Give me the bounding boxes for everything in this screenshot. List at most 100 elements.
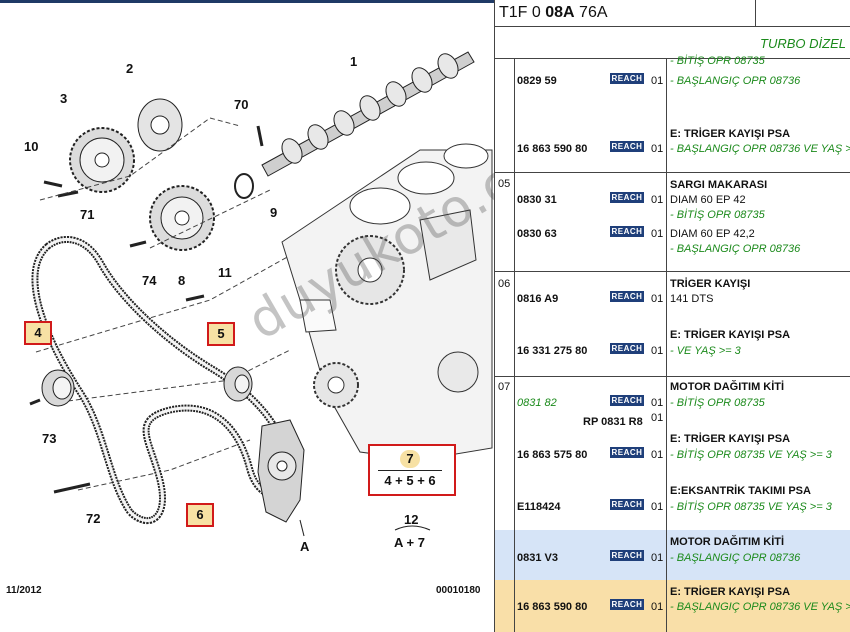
- row-7-note: - BİTİŞ OPR 08735: [670, 397, 765, 409]
- row-9-reach-badge[interactable]: REACH: [610, 499, 644, 510]
- callout-12[interactable]: 12: [404, 512, 419, 527]
- row-4-part-number[interactable]: 0830 63: [517, 228, 557, 240]
- row-4-note: - BAŞLANGIÇ OPR 08736: [670, 243, 801, 255]
- parts-list-panel: T1F 0 08A 76A TURBO DİZEL - BİTİŞ OPR 08…: [494, 0, 850, 632]
- callout-72[interactable]: 72: [86, 511, 101, 526]
- callout-3[interactable]: 3: [60, 91, 68, 106]
- exploded-diagram[interactable]: 1 2 3 70 10 71 9 11 74 8 73 72 A 12 A + …: [0, 0, 494, 632]
- group-07-label: 07: [498, 381, 511, 393]
- row-6-reach-badge[interactable]: REACH: [610, 343, 644, 354]
- bolt-72-drawing: [53, 482, 91, 494]
- callout-71[interactable]: 71: [80, 207, 95, 222]
- bolts-drawing: [43, 180, 205, 302]
- diagram-drawing: [29, 51, 493, 537]
- callout-1[interactable]: 1: [350, 54, 358, 69]
- row-10-qty: 01: [651, 552, 664, 564]
- kit-7-divider: [378, 470, 442, 471]
- row-11-reach-badge[interactable]: REACH: [610, 599, 644, 610]
- row-8-note: - BİTİŞ OPR 08735 VE YAŞ >= 3: [670, 449, 832, 461]
- row-10-reach-badge[interactable]: REACH: [610, 550, 644, 561]
- row-2-reach-badge[interactable]: REACH: [610, 141, 644, 152]
- kit-7-box[interactable]: 7 4 + 5 + 6: [368, 444, 456, 496]
- diagram-top-border: [0, 0, 494, 3]
- row-1-part-number[interactable]: 0829 59: [517, 75, 557, 87]
- row-8-part-number[interactable]: 16 863 575 80: [517, 449, 588, 461]
- row-3-qty: 01: [651, 194, 664, 206]
- group-divider-07: [494, 376, 850, 377]
- row-9-qty: 01: [651, 501, 664, 513]
- row-10-name: MOTOR DAĞITIM KİTİ: [670, 536, 785, 548]
- row-2-part-number[interactable]: 16 863 590 80: [517, 143, 588, 155]
- row-9-name: E:EKSANTRİK TAKIMI PSA: [670, 485, 811, 497]
- row-4-reach-badge[interactable]: REACH: [610, 226, 644, 237]
- tensioner-5-drawing: [223, 366, 253, 402]
- callout-70[interactable]: 70: [234, 97, 249, 112]
- row-5-desc: 141 DTS: [670, 293, 714, 305]
- roller-4-drawing: [29, 369, 75, 407]
- row-3-part-number[interactable]: 0830 31: [517, 194, 557, 206]
- row-0-note: - BİTİŞ OPR 08735: [670, 55, 765, 67]
- page-title: T1F 0 08A 76A: [499, 4, 608, 21]
- row-1-qty: 01: [651, 75, 664, 87]
- row-8-qty: 01: [651, 449, 664, 461]
- kit-7-label: 7: [400, 450, 420, 468]
- row-3-desc: DIAM 60 EP 42: [670, 194, 746, 206]
- row-5-part-number[interactable]: 0816 A9: [517, 293, 559, 305]
- row-11-qty: 01: [651, 601, 664, 613]
- seal-9-drawing: [234, 173, 254, 199]
- callout-73[interactable]: 73: [42, 431, 57, 446]
- row-5-name: TRİGER KAYIŞI: [670, 278, 751, 290]
- engine-block-drawing: [281, 143, 493, 461]
- sprocket-3-drawing: [69, 127, 135, 193]
- row-6-qty: 01: [651, 345, 664, 357]
- bolt-70-drawing: [256, 125, 264, 147]
- sprocket-11-drawing: [149, 185, 215, 251]
- callout-10[interactable]: 10: [24, 139, 39, 154]
- kit-7-formula: 4 + 5 + 6: [384, 473, 436, 488]
- row-4-qty: 01: [651, 228, 664, 240]
- row-7-part-number[interactable]: 0831 82: [517, 397, 557, 409]
- callout-A[interactable]: A: [300, 539, 310, 554]
- row-11-name: E: TRİGER KAYIŞI PSA: [670, 586, 791, 598]
- callout-11[interactable]: 11: [218, 265, 232, 280]
- row-11-part-number[interactable]: 16 863 590 80: [517, 601, 588, 613]
- row-5-qty: 01: [651, 293, 664, 305]
- row-7-qty: 01: [651, 397, 664, 409]
- callout-8[interactable]: 8: [178, 273, 186, 288]
- group-05-label: 05: [498, 178, 511, 190]
- row-8-reach-badge[interactable]: REACH: [610, 447, 644, 458]
- water-pump-drawing: [257, 419, 305, 537]
- callout-74[interactable]: 74: [142, 273, 157, 288]
- row-9-part-number[interactable]: E118424: [517, 501, 561, 513]
- row-6-name: E: TRİGER KAYIŞI PSA: [670, 329, 791, 341]
- engine-type-header: TURBO DİZEL: [494, 27, 850, 59]
- row-highlight-blue: [494, 530, 850, 580]
- row-2-qty: 01: [651, 143, 664, 155]
- row-4-desc: DIAM 60 EP 42,2: [670, 228, 755, 240]
- row-5-reach-badge[interactable]: REACH: [610, 291, 644, 302]
- callout-5-box[interactable]: 5: [207, 322, 235, 346]
- hub-2-drawing: [137, 98, 183, 152]
- callout-9[interactable]: 9: [270, 205, 278, 220]
- row-10-part-number[interactable]: 0831 V3: [517, 552, 558, 564]
- row-3-reach-badge[interactable]: REACH: [610, 192, 644, 203]
- row-1-note: - BAŞLANGIÇ OPR 08736: [670, 75, 801, 87]
- row-1-reach-badge[interactable]: REACH: [610, 73, 644, 84]
- row-7-reach-badge[interactable]: REACH: [610, 395, 644, 406]
- callout-4-box[interactable]: 4: [24, 321, 52, 345]
- row-3-note: - BİTİŞ OPR 08735: [670, 209, 765, 221]
- callout-2[interactable]: 2: [126, 61, 134, 76]
- row-10-note: - BAŞLANGIÇ OPR 08736: [670, 552, 801, 564]
- row-9-note: - BİTİŞ OPR 08735 VE YAŞ >= 3: [670, 501, 832, 513]
- row-highlight-orange: [494, 580, 850, 632]
- row-7b-part-number[interactable]: RP 0831 R8: [583, 416, 643, 428]
- callout-6-box[interactable]: 6: [186, 503, 214, 527]
- row-6-part-number[interactable]: 16 331 275 80: [517, 345, 588, 357]
- panel-header: T1F 0 08A 76A: [494, 0, 850, 27]
- engine-type-label: TURBO DİZEL: [760, 36, 846, 51]
- row-2-note: - BAŞLANGIÇ OPR 08736 VE YAŞ >= 3: [670, 143, 850, 155]
- col-divider-group: [514, 59, 515, 632]
- row-7b-qty: 01: [651, 412, 664, 424]
- group-divider-06: [494, 271, 850, 272]
